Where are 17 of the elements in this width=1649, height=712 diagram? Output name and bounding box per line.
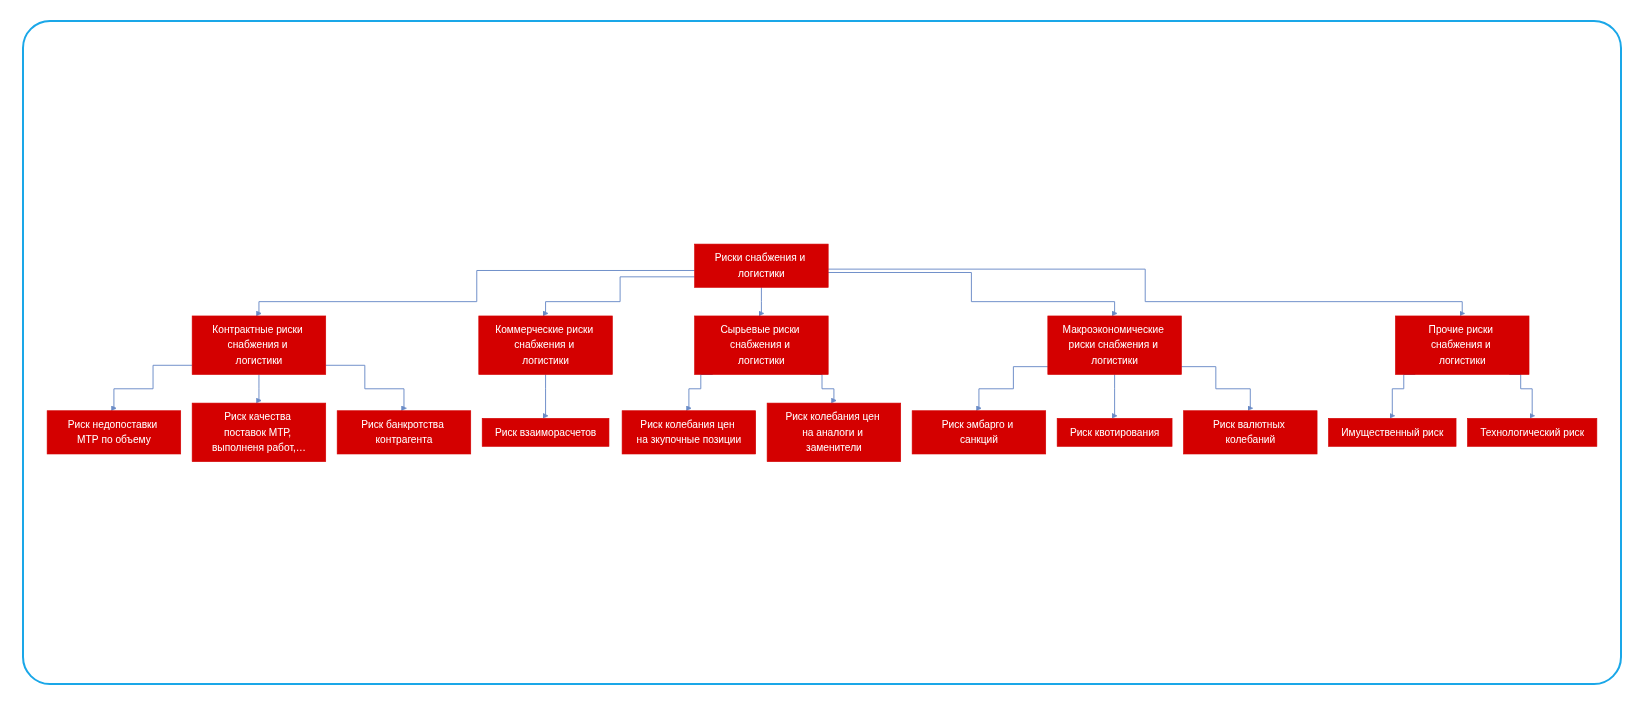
node-box: Технологический риск	[1467, 417, 1598, 447]
node-box: Сырьевые риски снабжения и логистики	[694, 315, 829, 375]
node-box: Контрактные риски снабжения и логистики	[191, 315, 327, 375]
node-box: Имущественный риск	[1328, 417, 1457, 447]
node-box: Риск валютных колебаний	[1183, 410, 1318, 454]
node-box: Риск квотирования	[1056, 417, 1173, 447]
node-box: Риск банкротства контрагента	[336, 410, 472, 454]
node-box: Риск недопоставки МТР по объему	[46, 410, 182, 454]
node-box: Макроэкономические риски снабжения и логистики	[1047, 315, 1182, 375]
node-box: Риск эмбарго и санкций	[911, 410, 1047, 454]
node-box: Риск колебания цен на аналоги и заменители	[766, 402, 902, 462]
node-box: Риск качества поставок МТР, выполненя работ,…	[191, 402, 327, 462]
node-box: Риски снабжения и логистики	[694, 243, 829, 288]
node-box: Риск колебания цен на зкупочные позиции	[621, 410, 756, 454]
node-box: Риск взаиморасчетов	[481, 417, 610, 447]
node-box: Прочие риски снабжения и логистики	[1395, 315, 1530, 375]
node-box: Коммерческие риски снабжения и логистики	[478, 315, 613, 375]
